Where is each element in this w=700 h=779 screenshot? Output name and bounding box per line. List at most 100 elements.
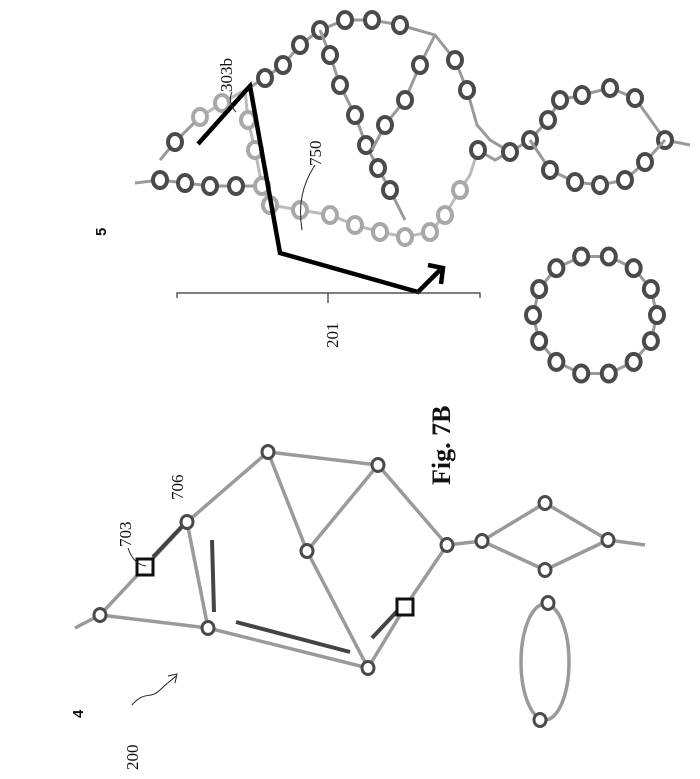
bead-node [291, 35, 309, 55]
bead-node [321, 205, 339, 225]
graph-edge [544, 538, 609, 572]
graph-edge [544, 501, 609, 542]
bead-node [191, 107, 209, 127]
bead-node [336, 10, 354, 30]
highlight-bar [210, 539, 216, 613]
bead-node [376, 115, 394, 135]
bead-node [599, 363, 618, 384]
bead-node [151, 170, 169, 190]
bead-node [363, 10, 381, 30]
bead-node [321, 45, 339, 65]
graph-edge [185, 450, 270, 524]
graph-node [179, 514, 195, 530]
oval-component [519, 602, 571, 722]
bead-node [572, 246, 591, 267]
traversal-path-750 [196, 81, 442, 295]
leader-line-303b [229, 91, 237, 113]
square-node [395, 597, 415, 617]
graph-node [92, 607, 108, 623]
graph-edge [267, 450, 379, 467]
bead-node [539, 110, 557, 130]
bead-node [501, 142, 519, 162]
bead-node [551, 90, 569, 110]
bead-node [572, 363, 591, 384]
bead-node [396, 90, 414, 110]
arrowhead-icon [427, 262, 446, 285]
graph-edge [266, 451, 309, 552]
bead-node [346, 105, 364, 125]
bead-node [641, 278, 660, 299]
bead-node [176, 173, 194, 193]
graph-edge [305, 463, 380, 553]
graph-node [532, 712, 548, 728]
graph-edge [99, 613, 209, 630]
graph-panel-4 [74, 444, 646, 728]
bead-node [469, 140, 487, 160]
graph-node [370, 457, 386, 473]
bead-node [331, 75, 349, 95]
bead-node [641, 331, 660, 352]
bead-node [369, 158, 387, 178]
bead-node [391, 15, 409, 35]
graph-node [474, 533, 490, 549]
bead-node [381, 180, 399, 200]
graph-edge [366, 606, 407, 669]
bead-node [256, 68, 274, 88]
bead-node [626, 88, 644, 108]
bead-node [599, 246, 618, 267]
square-node-703 [135, 557, 155, 577]
graph-node [360, 660, 376, 676]
label-703: 703 [116, 522, 135, 548]
label-200: 200 [123, 745, 142, 771]
graph-edge [207, 626, 369, 670]
leader-line-200 [131, 675, 177, 706]
graph-node [600, 532, 616, 548]
bead-node [541, 160, 559, 180]
figure-title: Fig. 7B [427, 406, 456, 485]
graph-node [299, 543, 315, 559]
bead-node [624, 351, 643, 372]
graph-node [260, 444, 276, 460]
label-750: 750 [306, 141, 325, 167]
bead-node [346, 215, 364, 235]
graph-node [439, 537, 455, 553]
bead-node [274, 55, 292, 75]
bead-node [547, 258, 566, 279]
bead-node [547, 351, 566, 372]
highlight-bar [235, 620, 351, 654]
graph-edge [481, 501, 546, 543]
graph-panel-5 [134, 10, 691, 384]
bead-node [451, 180, 469, 200]
bead-node [616, 170, 634, 190]
bead-node [201, 176, 219, 196]
arrowhead-200-icon [167, 673, 178, 684]
bead-node [446, 50, 464, 70]
graph-edge [481, 539, 546, 572]
bead-node [213, 93, 231, 113]
bead-node [573, 85, 591, 105]
bead-node [636, 152, 654, 172]
bracket-201 [176, 292, 481, 303]
graph-edge [403, 544, 449, 608]
bead-node [566, 172, 584, 192]
label-201: 201 [323, 323, 342, 349]
bead-node [648, 305, 666, 325]
bead-node [396, 227, 414, 247]
graph-node [537, 562, 553, 578]
leader-line-750 [300, 164, 316, 231]
bead-node [458, 80, 476, 100]
panel-number-5: 5 [93, 228, 110, 236]
bead-node [166, 132, 184, 152]
leader-line-703 [127, 547, 147, 567]
bead-node [421, 222, 439, 242]
bead-node [530, 331, 549, 352]
panel-number-4: 4 [70, 709, 87, 718]
bead-node [591, 175, 609, 195]
bead-node [436, 205, 454, 225]
graph-edge [185, 521, 210, 629]
bead-node [624, 258, 643, 279]
bead-node [357, 135, 375, 155]
bead-node [601, 78, 619, 98]
graph-edge [376, 463, 449, 547]
